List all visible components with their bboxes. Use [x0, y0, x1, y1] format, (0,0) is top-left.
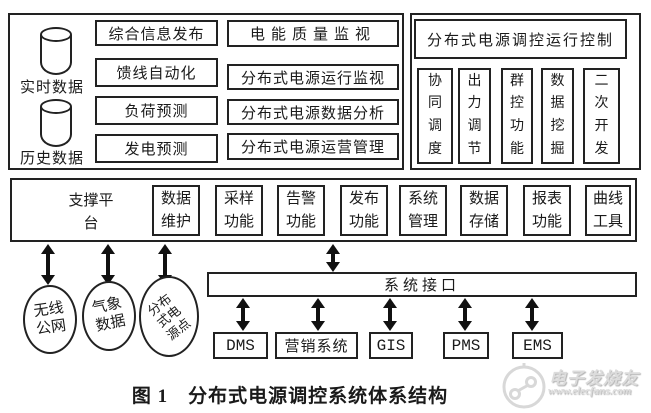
double-arrow: [382, 298, 398, 331]
node-label: 分布式电源点: [144, 290, 194, 343]
box-pms: PMS: [443, 332, 489, 359]
cylinder-lid: [40, 27, 72, 42]
double-arrow: [524, 298, 540, 331]
double-arrow: [235, 298, 251, 331]
support-platform-label: 支撑平台: [62, 190, 120, 235]
box-label: 群控功能: [510, 73, 524, 157]
box-label: 出力调节: [467, 73, 482, 157]
watermark-url: www.elecfans.com: [548, 385, 632, 397]
box-dms: DMS: [213, 332, 268, 359]
history-database-icon: [40, 99, 72, 147]
realtime-database-icon: [40, 27, 72, 75]
box-data-maintenance: 数据维护: [152, 185, 200, 236]
double-arrow: [100, 244, 116, 285]
node-label: 无线公网: [32, 299, 68, 338]
realtime-data-label: 实时数据: [19, 80, 84, 96]
box-der-operation-management: 分布式电源运营管理: [227, 133, 399, 160]
box-label: 曲线工具: [592, 191, 623, 230]
box-label: 营销系统: [284, 339, 349, 355]
box-load-forecast: 负荷预测: [95, 96, 218, 125]
box-publish-function: 发布功能: [340, 185, 388, 236]
elecfans-logo-icon: [502, 363, 546, 409]
box-ems: EMS: [512, 332, 563, 359]
box-alarm-function: 告警功能: [277, 185, 325, 236]
box-sampling-function: 采样功能: [215, 185, 263, 236]
box-der-control-header: 分布式电源调控运行控制: [414, 19, 627, 59]
box-label: 负荷预测: [124, 104, 189, 120]
node-weather-data: 气象数据: [82, 281, 136, 351]
box-label: 综合信息发布: [108, 26, 205, 43]
system-interface-bar: 系统接口: [207, 272, 637, 297]
node-der-points: 分布式电源点: [139, 276, 199, 357]
box-report-function: 报表功能: [523, 185, 571, 236]
box-label: 系统管理: [407, 191, 438, 230]
box-feeder-automation: 馈线自动化: [95, 58, 218, 87]
box-power-quality-monitor: 电能质量监视: [227, 20, 399, 47]
box-label: 协同调度: [428, 73, 442, 157]
box-label: 分布式电源调控运行控制: [426, 32, 614, 49]
box-system-management: 系统管理: [399, 185, 447, 236]
node-wireless-public-network: 无线公网: [23, 285, 77, 354]
box-label: 采样功能: [223, 191, 254, 230]
box-label: DMS: [226, 336, 255, 355]
figure-caption: 图 1 分布式电源调控系统体系结构: [131, 386, 449, 407]
box-coordinated-dispatch: 协同调度: [417, 68, 453, 164]
box-label: 二次开发: [594, 73, 609, 157]
box-der-data-analysis: 分布式电源数据分析: [227, 99, 399, 125]
box-der-operation-monitor: 分布式电源运行监视: [227, 64, 399, 90]
cylinder-lid: [40, 99, 72, 114]
box-data-mining: 数据挖掘: [541, 68, 574, 164]
node-label: 气象数据: [90, 295, 127, 335]
double-arrow: [457, 298, 473, 331]
box-output-regulation: 出力调节: [458, 68, 491, 164]
box-label: 馈线自动化: [116, 66, 197, 82]
box-label: 电能质量监视: [249, 27, 376, 43]
box-label: 发布功能: [348, 191, 379, 230]
box-label: PMS: [451, 336, 481, 355]
box-generation-forecast: 发电预测: [95, 134, 218, 163]
box-curve-tools: 曲线工具: [585, 185, 631, 236]
box-secondary-development: 二次开发: [583, 68, 620, 164]
double-arrow: [40, 244, 56, 285]
double-arrow: [325, 244, 341, 272]
box-label: 数据存储: [468, 191, 499, 230]
label-text: 支撑平台: [68, 193, 114, 232]
support-platform-bar: [10, 178, 637, 242]
box-label: 发电预测: [124, 142, 189, 158]
box-label: 分布式电源运行监视: [240, 70, 385, 87]
box-info-publish: 综合信息发布: [95, 20, 218, 46]
box-label: 报表功能: [531, 191, 562, 230]
box-label: 数据挖掘: [550, 73, 565, 157]
history-data-label: 历史数据: [19, 151, 84, 167]
watermark-brand: 电子发烧友: [549, 369, 639, 388]
box-gis: GIS: [369, 332, 413, 359]
bar-label: 系统接口: [383, 278, 460, 294]
application-layer-container: [8, 13, 404, 170]
box-marketing-system: 营销系统: [275, 332, 358, 359]
box-label: 告警功能: [285, 191, 316, 230]
box-data-storage: 数据存储: [460, 185, 508, 236]
control-layer-container: [410, 13, 641, 170]
box-label: EMS: [523, 336, 552, 355]
box-label: GIS: [376, 336, 406, 355]
box-label: 分布式电源数据分析: [240, 105, 385, 122]
box-group-control: 群控功能: [501, 68, 533, 164]
double-arrow: [310, 298, 326, 331]
box-label: 分布式电源运营管理: [240, 140, 385, 156]
box-label: 数据维护: [160, 191, 191, 230]
